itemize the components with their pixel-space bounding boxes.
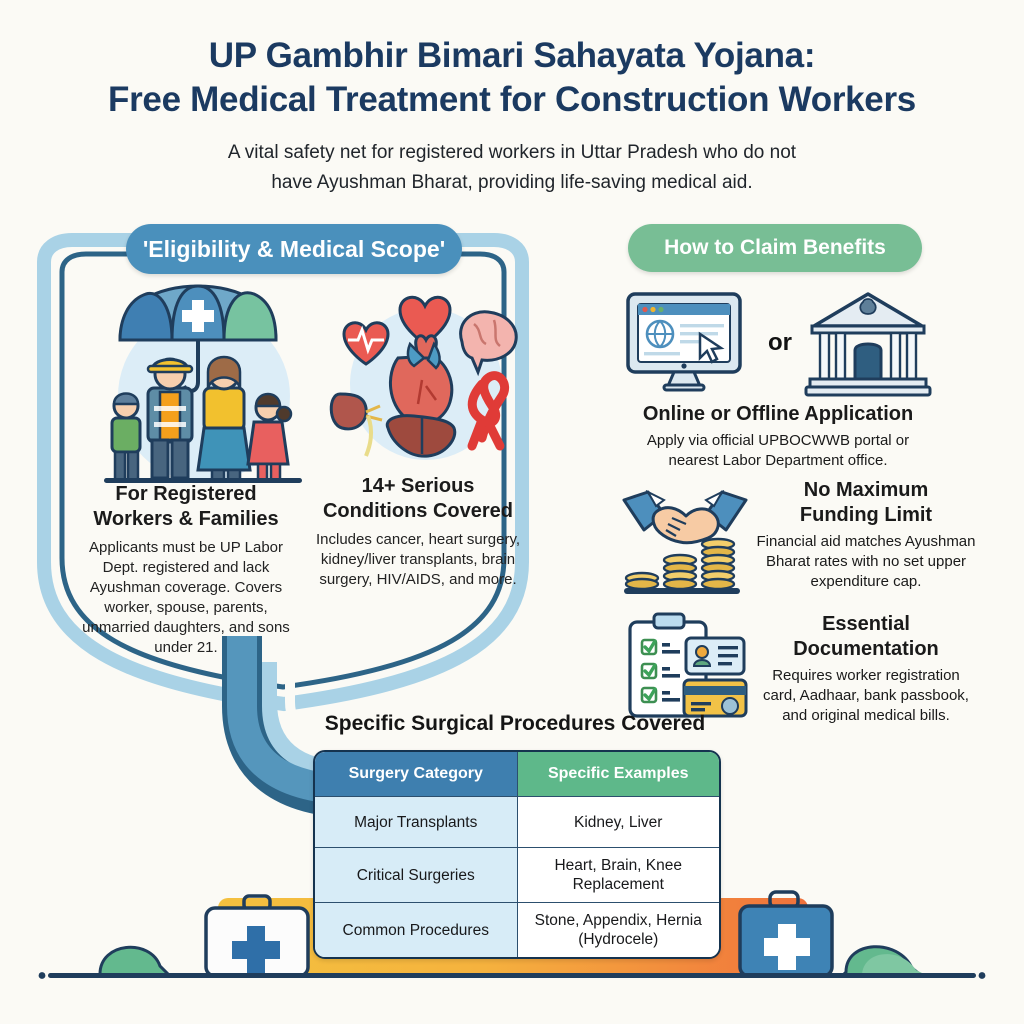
- feature-online-offline-application: Online or Offline Application Apply via …: [620, 402, 936, 471]
- title-line-1: UP Gambhir Bimari Sahayata Yojana:: [208, 36, 816, 75]
- table-cell-examples: Stone, Appendix, Hernia (Hydrocele): [516, 902, 719, 957]
- feature-2-heading-line-2: Funding Limit: [799, 504, 933, 526]
- medical-organs-icon: [329, 295, 518, 460]
- feature-1-body: Apply via official UPBOCWWB portal or ne…: [646, 432, 910, 469]
- clipboard-id-card-icon: [628, 612, 748, 718]
- feature-3-body: Requires worker registration card, Aadha…: [763, 667, 969, 724]
- left-column-1-heading-line-2: Workers & Families: [93, 508, 279, 530]
- feature-3-heading-line-1: Essential: [822, 613, 910, 635]
- feature-2-heading: No Maximum Funding Limit: [756, 478, 976, 528]
- title-line-2: Free Medical Treatment for Construction …: [108, 80, 916, 119]
- table-cell-category: Common Procedures: [315, 902, 518, 957]
- left-column-conditions-covered: 14+ Serious Conditions Covered Includes …: [310, 474, 526, 590]
- feature-3-heading-line-2: Documentation: [793, 638, 939, 660]
- monitor-and-government-building-icon: or: [626, 292, 932, 397]
- pill-right-label: How to Claim Benefits: [664, 236, 886, 259]
- feature-3-heading: Essential Documentation: [756, 612, 976, 662]
- pill-left-label: 'Eligibility & Medical Scope': [142, 235, 446, 262]
- table-cell-category: Major Transplants: [315, 796, 518, 848]
- feature-essential-documentation: Essential Documentation Requires worker …: [756, 612, 976, 726]
- page-subtitle: A vital safety net for registered worker…: [120, 138, 904, 198]
- table-cell-category: Critical Surgeries: [315, 847, 518, 903]
- subtitle-line-1: A vital safety net for registered worker…: [227, 142, 797, 163]
- left-column-2-heading-line-1: 14+ Serious: [361, 475, 475, 497]
- table-header-row: Surgery Category Specific Examples: [315, 752, 719, 797]
- left-column-1-heading: For Registered Workers & Families: [78, 482, 294, 532]
- table-header-specific-examples: Specific Examples: [516, 752, 719, 797]
- left-column-1-heading-line-1: For Registered: [115, 483, 257, 505]
- left-column-1-body: Applicants must be UP Labor Dept. regist…: [82, 539, 290, 656]
- table-row: Common Procedures Stone, Appendix, Herni…: [315, 902, 719, 957]
- subtitle-line-2: have Ayushman Bharat, providing life-sav…: [271, 172, 753, 193]
- family-under-umbrella-icon: [104, 284, 302, 483]
- left-column-2-heading-line-2: Conditions Covered: [322, 500, 513, 522]
- left-column-2-body: Includes cancer, heart surgery, kidney/l…: [316, 531, 520, 588]
- table-row: Critical Surgeries Heart, Brain, Knee Re…: [315, 847, 719, 903]
- feature-no-maximum-funding-limit: No Maximum Funding Limit Financial aid m…: [756, 478, 976, 592]
- table-cell-examples: Heart, Brain, Knee Replacement: [516, 847, 719, 903]
- table-title: Specific Surgical Procedures Covered: [324, 712, 706, 735]
- page-title: UP Gambhir Bimari Sahayata Yojana: Free …: [60, 34, 964, 122]
- section-badge-eligibility[interactable]: 'Eligibility & Medical Scope': [126, 224, 462, 274]
- feature-2-heading-line-1: No Maximum: [803, 479, 929, 501]
- left-column-registered-workers: For Registered Workers & Families Applic…: [78, 482, 294, 658]
- surgical-procedures-table: Surgery Category Specific Examples Major…: [313, 750, 721, 959]
- svg-text:or: or: [768, 329, 792, 356]
- feature-1-heading: Online or Offline Application: [642, 403, 914, 425]
- table-header-surgery-category: Surgery Category: [315, 752, 518, 797]
- table-row: Major Transplants Kidney, Liver: [315, 796, 719, 848]
- handshake-and-coins-icon: [622, 490, 748, 594]
- feature-2-body: Financial aid matches Ayushman Bharat ra…: [756, 533, 976, 590]
- section-badge-claim[interactable]: How to Claim Benefits: [628, 224, 922, 272]
- left-column-2-heading: 14+ Serious Conditions Covered: [310, 474, 526, 524]
- table-cell-examples: Kidney, Liver: [516, 796, 719, 848]
